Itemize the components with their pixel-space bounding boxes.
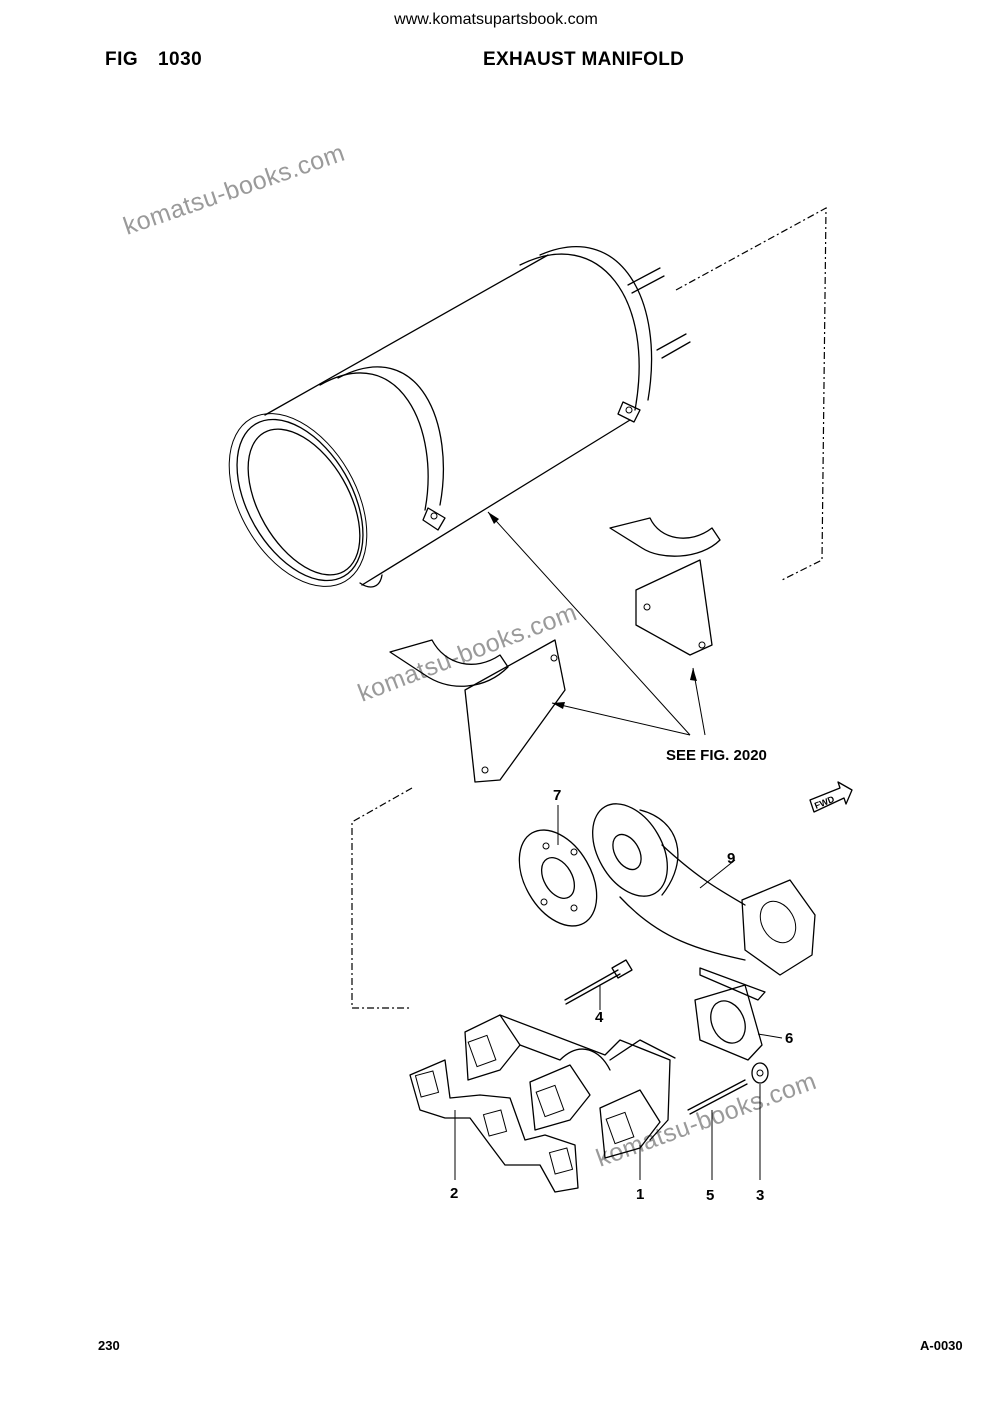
document-code: A-0030	[920, 1338, 963, 1353]
outlet-gasket-drawing	[694, 984, 783, 1061]
figure-number: FIG 1030	[105, 49, 203, 70]
exhaust-elbow-drawing	[592, 803, 816, 1001]
flange-gasket-drawing	[518, 805, 598, 927]
watermark: komatsu-books.com	[354, 598, 581, 707]
fwd-direction-arrow: FWD	[809, 781, 853, 813]
page-number: 230	[98, 1338, 120, 1353]
manifold-gasket-drawing	[409, 1059, 579, 1193]
see-figure-callout: SEE FIG. 2020	[666, 747, 767, 764]
watermark: komatsu-books.com	[592, 1067, 820, 1173]
watermark: komatsu-books.com	[120, 139, 349, 241]
manifold-drawing	[464, 1014, 676, 1180]
bolt-nut-drawing	[687, 1062, 769, 1180]
part-label-5: 5	[706, 1187, 714, 1204]
part-label-6: 6	[785, 1030, 793, 1047]
site-url[interactable]: www.komatsupartsbook.com	[394, 11, 598, 28]
stud-drawing	[564, 959, 633, 1010]
part-label-2: 2	[450, 1185, 458, 1202]
fwd-label: FWD	[813, 794, 836, 811]
part-label-4: 4	[595, 1009, 604, 1026]
boundary-lines	[351, 206, 827, 1009]
leader-lines	[487, 511, 706, 736]
part-label-1: 1	[636, 1186, 644, 1203]
muffler-drawing	[228, 246, 691, 588]
part-label-7: 7	[553, 787, 561, 804]
bracket-drawing	[389, 517, 721, 783]
part-label-3: 3	[756, 1187, 764, 1204]
figure-title: EXHAUST MANIFOLD	[483, 49, 685, 70]
part-label-9: 9	[727, 850, 735, 867]
